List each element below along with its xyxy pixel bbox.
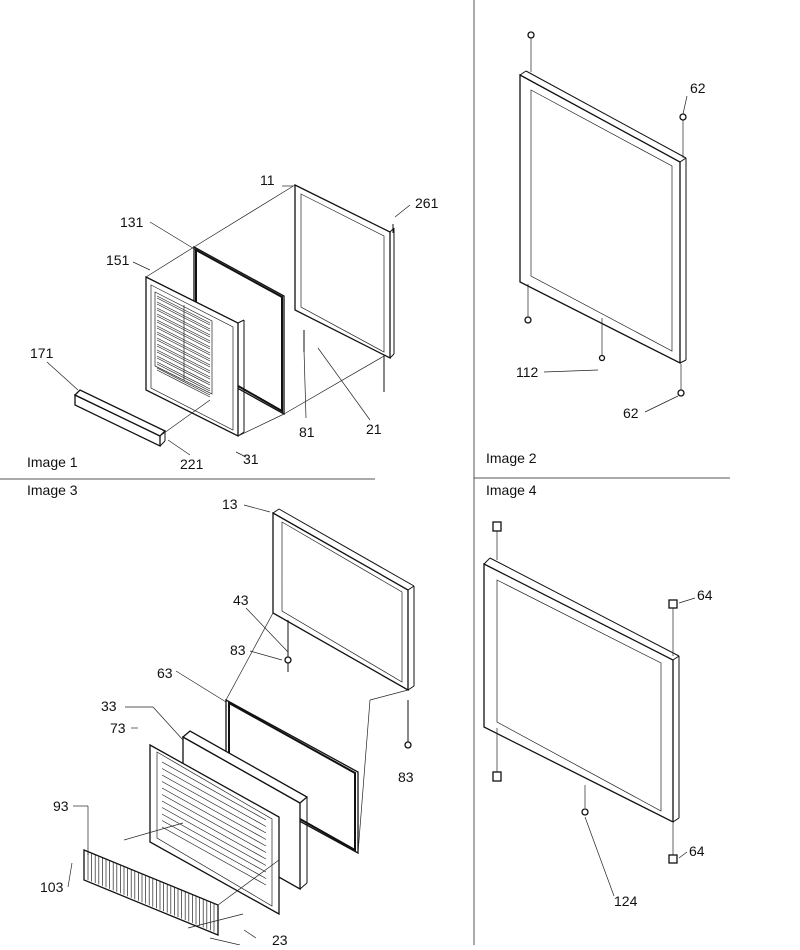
panel-label-image-3: Image 3: [27, 482, 78, 498]
liner-ribs: [161, 761, 267, 886]
callout: 64: [697, 587, 713, 603]
callout: 83: [398, 769, 414, 785]
image-2-door-frame: [519, 31, 688, 413]
callout: 63: [157, 665, 173, 681]
callout: 124: [614, 893, 638, 909]
callout: 64: [689, 843, 705, 859]
callout: 103: [40, 879, 64, 895]
panel-label-image-1: Image 1: [27, 454, 78, 470]
callout: 21: [366, 421, 382, 437]
door-bin-171: [73, 389, 167, 448]
callout: 81: [299, 424, 315, 440]
panel-labels: Image 1 Image 2 Image 3 Image 4: [27, 450, 537, 498]
callout: 93: [53, 798, 69, 814]
callouts-image-1: 11 131 151 261 171 81 21 221 31: [30, 172, 439, 472]
callout: 171: [30, 345, 54, 361]
callout: 11: [260, 172, 275, 188]
callout: 62: [623, 405, 639, 421]
callout: 23: [272, 932, 288, 945]
callout: 62: [690, 80, 706, 96]
callout: 43: [233, 592, 249, 608]
callout: 112: [516, 364, 539, 380]
callouts-image-2: 62 112 62: [516, 80, 706, 421]
callouts-image-4: 64 64 124: [614, 587, 713, 909]
liner-ribs: [156, 295, 211, 398]
door-frame-11: [294, 183, 395, 360]
panel-label-image-2: Image 2: [486, 450, 537, 466]
panel-label-image-4: Image 4: [486, 482, 537, 498]
callout: 83: [230, 642, 246, 658]
callout: 13: [222, 496, 238, 512]
callout: 131: [120, 214, 144, 230]
panel-dividers: [0, 0, 730, 945]
image-4-door-frame: [483, 521, 696, 897]
callout: 31: [243, 451, 259, 467]
callout: 221: [180, 456, 204, 472]
grille-slats: [87, 852, 215, 932]
callouts-image-3: 13 43 83 63 33 73 83 93 103 23: [40, 496, 414, 948]
callout: 73: [110, 720, 126, 736]
callout: 33: [101, 698, 117, 714]
callout: 151: [106, 252, 130, 268]
image-1-door-assembly: [46, 183, 411, 458]
callout: 261: [415, 195, 439, 211]
image-3-lower-door-assembly: [67, 504, 415, 946]
